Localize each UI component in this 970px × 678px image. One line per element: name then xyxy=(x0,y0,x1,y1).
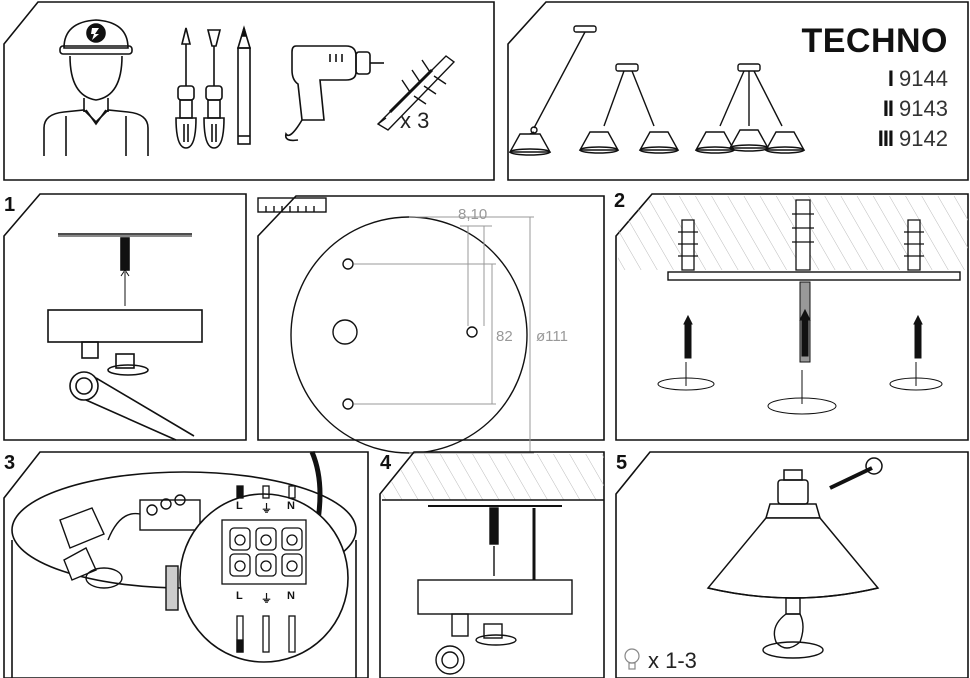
step4-fixture xyxy=(382,499,604,675)
light-bulb-icon xyxy=(762,597,824,659)
pencil-icon xyxy=(236,25,252,145)
lamp-shade-icon xyxy=(706,457,883,599)
electrician-icon xyxy=(43,19,149,156)
step-number-2: 2 xyxy=(614,190,626,212)
model-code: 9142 xyxy=(899,126,948,151)
bulb-quantity-icon xyxy=(624,648,640,670)
terminal-label-earth-top: ⏚ xyxy=(261,503,272,515)
dimension-lines xyxy=(354,216,534,454)
model-roman: II xyxy=(882,96,894,121)
product-panel xyxy=(507,1,969,181)
bulb-quantity: x 1-3 xyxy=(648,648,697,673)
step-number-3: 3 xyxy=(4,452,16,474)
screw-icons xyxy=(657,281,943,415)
model-row: II 9143 xyxy=(883,96,948,122)
terminal-label-earth-bottom: ⏚ xyxy=(261,593,272,605)
diameter-dimension: ø111 xyxy=(536,328,568,345)
lamp-double-icon xyxy=(578,63,680,154)
drill-icon xyxy=(284,45,384,142)
terminal-label-neutral-bottom: N xyxy=(287,590,295,602)
ceiling-hatch-4 xyxy=(382,454,604,500)
step5-panel xyxy=(615,451,969,678)
wall-plug-icon xyxy=(376,55,456,131)
step4-panel xyxy=(379,451,605,678)
model-roman: III xyxy=(877,126,894,151)
step-number-4: 4 xyxy=(380,452,392,474)
ruler-icon xyxy=(257,197,327,213)
terminal-label-live-top: L xyxy=(236,500,243,512)
terminal-label-live-bottom: L xyxy=(236,590,243,602)
step-number-5: 5 xyxy=(616,452,628,474)
hole-spacing-dimension: 82 xyxy=(496,328,513,345)
lamp-single-icon xyxy=(508,25,597,156)
model-row: I 9144 xyxy=(888,66,948,92)
ceiling-hatch xyxy=(618,196,968,270)
hole-offset-dimension: 8,10 xyxy=(458,206,488,223)
wiring-detail xyxy=(59,494,201,611)
terminal-label-neutral-top: N xyxy=(287,500,295,512)
tools-panel xyxy=(3,1,495,181)
anchor-icons xyxy=(678,199,924,271)
ceiling-plate xyxy=(667,271,961,281)
terminal-zoom xyxy=(179,493,349,663)
model-code: 9144 xyxy=(899,66,948,91)
product-title: TECHNO xyxy=(801,22,948,60)
model-code: 9143 xyxy=(899,96,948,121)
lamp-triple-icon xyxy=(694,63,806,154)
flat-screwdriver-icon xyxy=(203,29,225,149)
model-row: III 9142 xyxy=(878,126,948,152)
model-roman: I xyxy=(887,66,894,91)
anchor-quantity: x 3 xyxy=(400,108,430,133)
terminal-block-icon xyxy=(221,485,307,653)
step1-panel xyxy=(3,193,247,441)
step-number-1: 1 xyxy=(4,194,16,216)
dimension-panel xyxy=(257,195,605,441)
screwdriver-icon xyxy=(175,27,197,149)
step2-panel xyxy=(615,193,969,441)
